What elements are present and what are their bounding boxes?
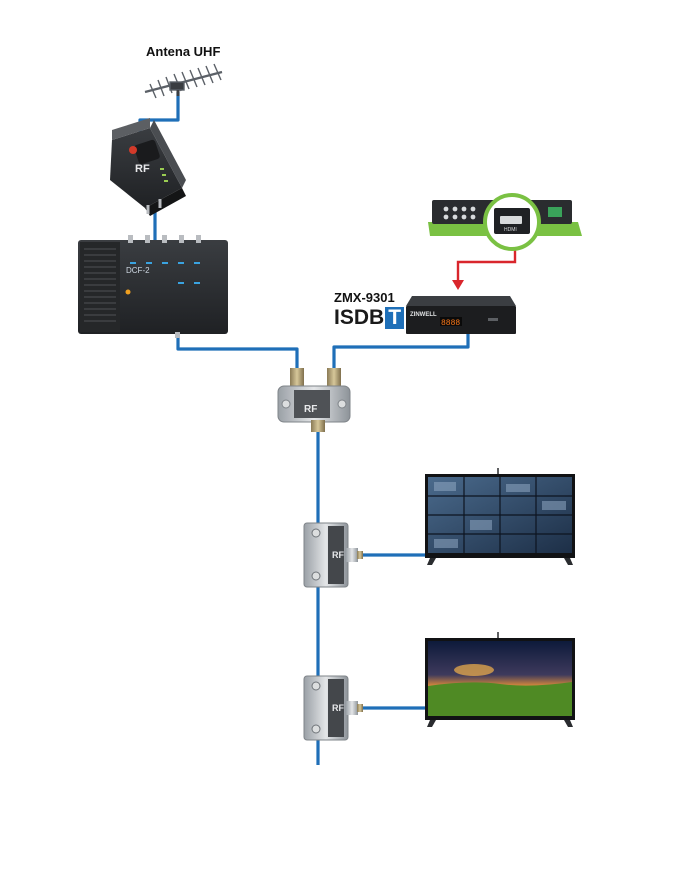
cable-receiver-splitter (332, 333, 470, 372)
set-top-receiver: 8888 ZINWELL (406, 296, 516, 334)
headend-model-label: DCF-2 (126, 266, 150, 275)
tap-1-logo: RF (332, 550, 344, 560)
isdbt-logo-suffix: T (385, 307, 405, 329)
amplifier-device: RF (110, 118, 186, 216)
tap-2-device: RF (303, 675, 363, 741)
hdmi-arrow (452, 245, 517, 290)
receiver-brand: ZINWELL (410, 312, 437, 318)
tap-2-logo: RF (332, 703, 344, 713)
headend-device: DCF-2 (78, 235, 228, 338)
uhf-antenna-icon (144, 63, 223, 99)
isdbt-logo-prefix: ISDB (334, 306, 385, 329)
dvr-device: HDMI (428, 193, 582, 251)
cable-headend-splitter (176, 333, 299, 372)
splitter-logo: RF (304, 404, 317, 415)
dvr-hdmi-port-label: HDMI (504, 227, 517, 233)
receiver-model-label: ZMX-9301 (334, 290, 395, 305)
tap-1-device: RF (303, 522, 363, 588)
tv-2-landscape-screen (425, 632, 575, 727)
splitter-device: RF (277, 368, 351, 432)
amplifier-logo: RF (135, 163, 150, 175)
antenna-label: Antena UHF (146, 44, 221, 59)
receiver-display: 8888 (441, 319, 460, 328)
tv-1-cctv-screen (425, 468, 575, 565)
coax-cables (138, 92, 470, 765)
